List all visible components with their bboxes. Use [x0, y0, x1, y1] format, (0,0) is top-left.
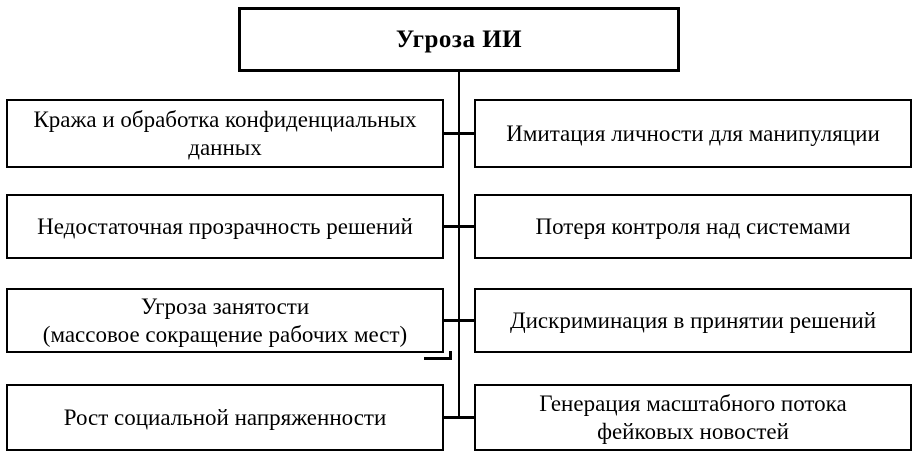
connector-row-4 — [444, 416, 474, 419]
threat-box-label: Рост социальной напряженности — [63, 404, 387, 430]
threat-box-data-theft: Кража и обработка конфиденциальных данны… — [6, 99, 444, 168]
connector-row-2 — [444, 225, 474, 228]
threat-box-social-tension: Рост социальной напряженности — [6, 384, 444, 451]
threat-box-label: Кража и обработка конфиденциальных данны… — [33, 107, 417, 160]
threat-box-loss-of-control: Потеря контроля над системами — [474, 194, 912, 259]
threat-box-discrimination: Дискриминация в принятии решений — [474, 288, 912, 353]
threat-box-opacity: Недостаточная прозрачность решений — [6, 194, 444, 259]
threat-box-label: Имитация личности для манипуляции — [506, 120, 880, 146]
threat-box-label: Угроза занятости (массовое сокращение ра… — [42, 294, 408, 347]
threat-box-label: Генерация масштабного потока фейковых но… — [539, 391, 847, 444]
threat-box-fake-news: Генерация масштабного потока фейковых но… — [474, 384, 912, 451]
border-artifact-line — [424, 357, 452, 360]
connector-row-3 — [444, 319, 474, 322]
connector-row-1 — [444, 132, 474, 135]
threat-box-impersonation: Имитация личности для манипуляции — [474, 99, 912, 168]
root-node-ai-threat: Угроза ИИ — [238, 7, 680, 72]
root-node-label: Угроза ИИ — [395, 25, 523, 53]
threat-box-label: Потеря контроля над системами — [535, 213, 851, 239]
threat-box-label: Дискриминация в принятии решений — [509, 307, 877, 333]
threat-box-employment: Угроза занятости (массовое сокращение ра… — [6, 288, 444, 353]
spine-connector-line — [458, 72, 460, 419]
border-artifact-line — [449, 351, 452, 360]
threat-box-label: Недостаточная прозрачность решений — [37, 213, 413, 239]
